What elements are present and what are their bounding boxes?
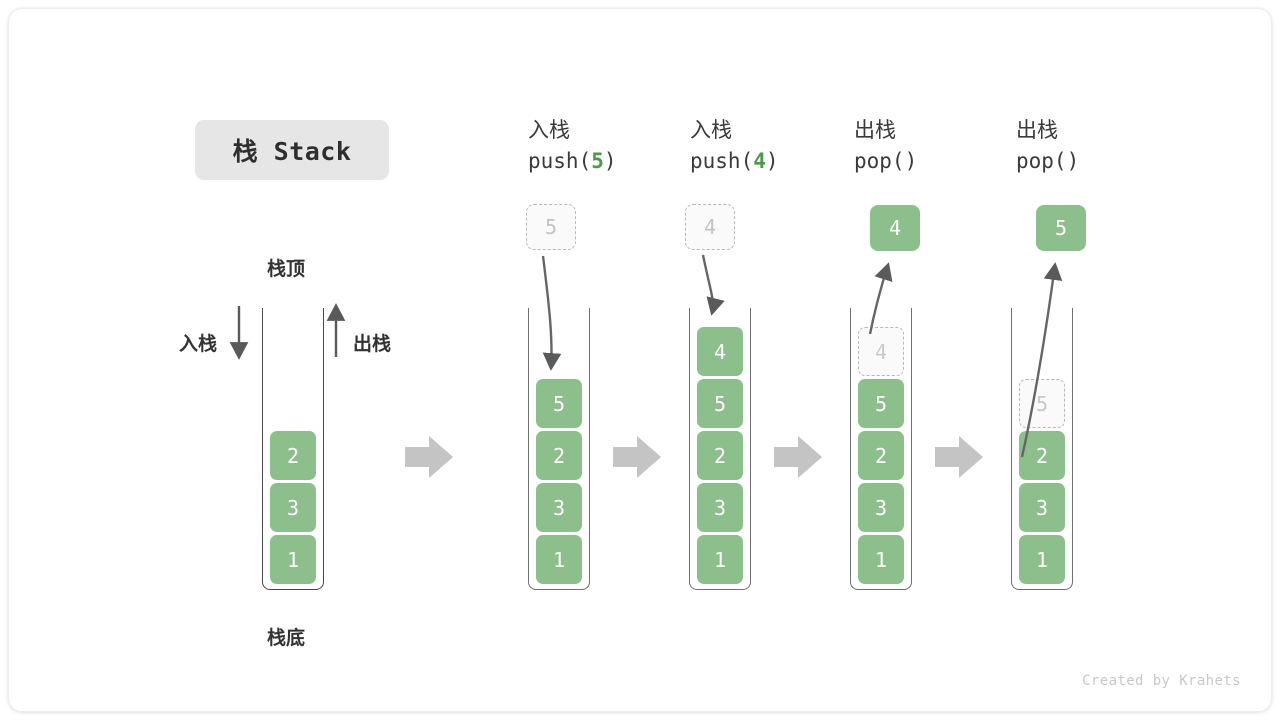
stack-cell: 3 — [858, 483, 904, 532]
stack-cells: 5 2 3 1 — [1011, 379, 1073, 584]
transition-arrow — [935, 436, 983, 478]
stack-cell: 3 — [1019, 483, 1065, 532]
step-title-cn: 出栈 — [1016, 118, 1058, 142]
transition-arrow — [774, 436, 822, 478]
step-code: push(4) — [690, 149, 779, 173]
step-header: 入栈 push(5) — [528, 115, 698, 177]
push-label: 入栈 — [179, 333, 218, 355]
stack-top-label: 栈顶 — [267, 258, 306, 280]
transition-arrow — [405, 436, 453, 478]
float-box-popped: 5 — [1036, 205, 1086, 251]
stack-cell: 2 — [858, 431, 904, 480]
float-box-ghost: 4 — [685, 204, 735, 250]
step-title-cn: 入栈 — [528, 118, 570, 142]
stack-cell: 5 — [536, 379, 582, 428]
stack-bottom-label: 栈底 — [267, 627, 306, 649]
stack-cell: 3 — [697, 483, 743, 532]
step-header: 出栈 pop() — [854, 115, 1024, 177]
stack-cell: 4 — [697, 327, 743, 376]
title-badge: 栈 Stack — [195, 120, 389, 180]
stack-cell: 5 — [697, 379, 743, 428]
push-4-curve-arrow — [701, 254, 725, 316]
transition-arrow — [613, 436, 661, 478]
pop-label: 出栈 — [353, 333, 392, 355]
float-box-ghost: 5 — [526, 204, 576, 250]
step-title-cn: 出栈 — [854, 118, 896, 142]
stack-cell: 3 — [536, 483, 582, 532]
initial-stack-cells: 2 3 1 — [262, 431, 324, 584]
step-header: 入栈 push(4) — [690, 115, 860, 177]
stack-cell-ghost: 5 — [1019, 379, 1065, 428]
stack-cell: 2 — [536, 431, 582, 480]
stack-cells: 5 2 3 1 — [528, 379, 590, 584]
step-header: 出栈 pop() — [1016, 115, 1186, 177]
footer-credit: Created by Krahets — [1082, 673, 1241, 689]
stack-cells: 4 5 2 3 1 — [850, 327, 912, 584]
stack-cell: 3 — [270, 483, 316, 532]
stack-cell: 1 — [697, 535, 743, 584]
stack-cell: 1 — [536, 535, 582, 584]
stack-cell-ghost: 4 — [858, 327, 904, 376]
stack-cell: 2 — [270, 431, 316, 480]
stack-cell: 1 — [1019, 535, 1065, 584]
stack-cell: 2 — [697, 431, 743, 480]
stack-cell: 1 — [858, 535, 904, 584]
stack-cell: 5 — [858, 379, 904, 428]
stack-cell: 2 — [1019, 431, 1065, 480]
step-title-cn: 入栈 — [690, 118, 732, 142]
diagram-canvas: 栈 Stack 栈顶 栈底 入栈 出栈 2 3 1 入栈 push(5) 5 5… — [8, 8, 1272, 712]
float-box-popped: 4 — [870, 205, 920, 251]
step-code: pop() — [1016, 149, 1080, 173]
step-code: pop() — [854, 149, 918, 173]
stack-cell: 1 — [270, 535, 316, 584]
step-code: push(5) — [528, 149, 617, 173]
stack-cells: 4 5 2 3 1 — [689, 327, 751, 584]
